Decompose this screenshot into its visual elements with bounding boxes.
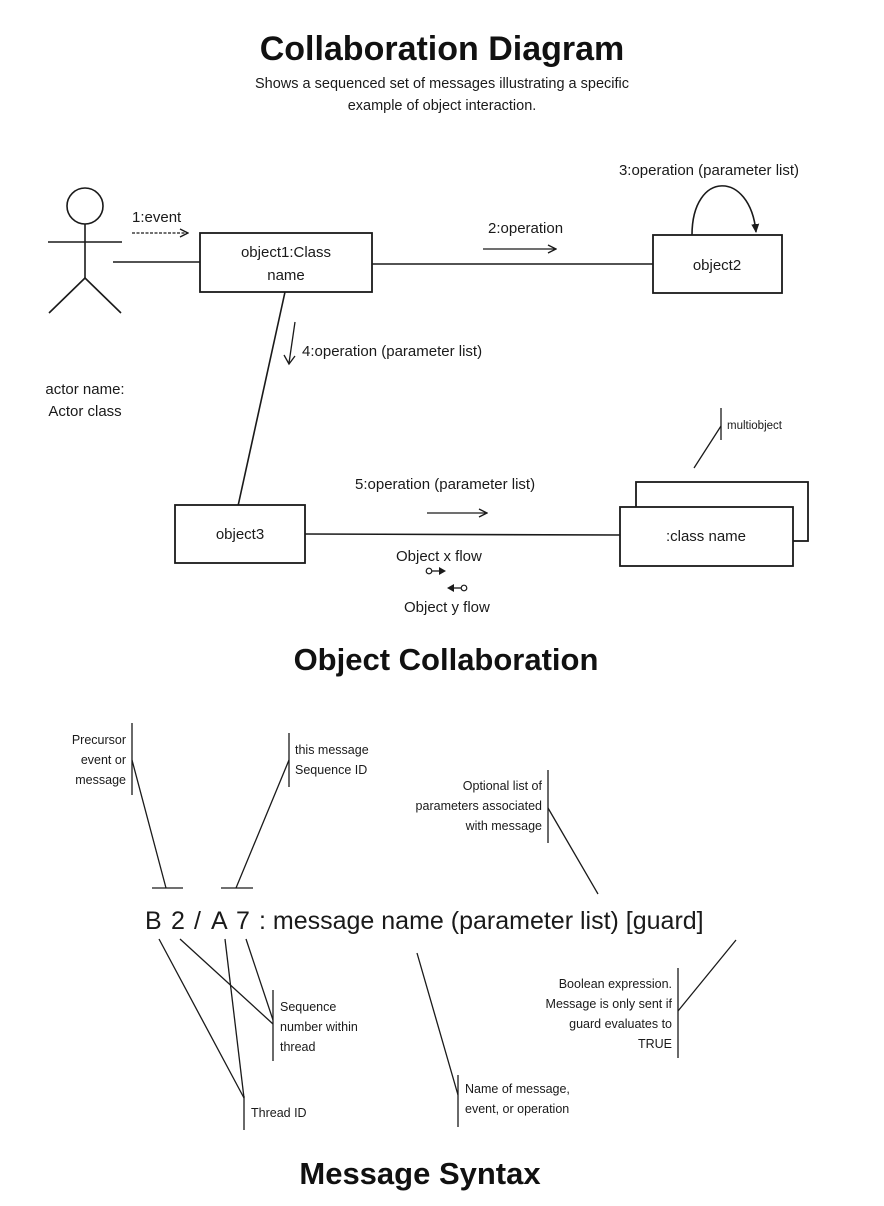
object2-box[interactable] [652,234,783,294]
subtitle-line-2: example of object interaction. [348,98,537,114]
expr-precursor-seq: 2 [171,907,185,935]
section-title-message-syntax: Message Syntax [299,1156,541,1191]
guard-note-line4: TRUE [638,1037,672,1051]
expr-slash: / [194,907,201,935]
param-list-note-line2: parameters associated [416,799,543,813]
seq-number-leader-7 [245,938,274,1021]
precursor-leader [131,759,167,889]
object3-label: object3 [216,526,264,543]
guard-note-line2: Message is only sent if [546,997,673,1011]
message-2-label: 2:operation [488,220,563,237]
param-list-note-line3: with message [465,819,542,833]
param-list-note-line1: Optional list of [463,779,543,793]
thread-id-note-line1: Thread ID [251,1106,307,1120]
sequence-id-note-line2: Sequence ID [295,763,367,777]
message-syntax-expression: B 2 / A 7 : message name (parameter list… [145,907,704,935]
guard-note-line1: Boolean expression. [559,977,672,991]
link-object3-multiobject [304,533,621,536]
section-title-object-collaboration: Object Collaboration [294,642,599,677]
seq-number-note-line3: thread [280,1040,315,1054]
object1-label-line1: object1:Class [241,244,331,261]
multiobject-note-leader [693,425,722,469]
sequence-id-note-line1: this message [295,743,369,757]
object-x-flow-label: Object x flow [396,548,482,565]
seq-number-note-line1: Sequence [280,1000,336,1014]
message-name-leader [416,952,459,1096]
message-name-note-line2: event, or operation [465,1102,569,1116]
object1-box[interactable] [199,232,373,293]
object-x-flow-icon [425,567,446,575]
actor-name-label: actor name: [45,381,124,398]
object-y-flow-icon [447,584,468,592]
message-5-label: 5:operation (parameter list) [355,476,535,493]
message-4-arrow-icon [283,354,296,366]
guard-leader [677,939,737,1012]
object1-label-line2: name [267,267,305,284]
seq-number-note-line2: number within [280,1020,358,1034]
actor-figure-icon [48,187,122,314]
message-4-label: 4:operation (parameter list) [302,343,482,360]
link-object1-object3 [237,291,286,507]
expr-precursor-thread: B [145,907,162,935]
expr-rest: : message name (parameter list) [guard] [259,907,704,935]
page-title: Collaboration Diagram [260,30,625,68]
object-y-flow-label: Object y flow [404,599,490,616]
object2-label: object2 [693,257,741,274]
message-4-arrow-shaft [288,321,296,364]
actor-class-label: Actor class [48,403,121,420]
param-list-leader [547,807,599,895]
expr-seq: 7 [236,907,250,935]
guard-note-line3: guard evaluates to [569,1017,672,1031]
precursor-note-line3: message [75,773,126,787]
self-message-loop-icon [691,185,760,236]
subtitle-line-1: Shows a sequenced set of messages illust… [255,76,629,92]
precursor-note-line2: event or [81,753,126,767]
expr-thread: A [211,907,228,935]
thread-id-leader-b [158,938,245,1099]
precursor-note-line1: Precursor [72,733,126,747]
multiobject-note-label: multiobject [727,420,783,432]
multiobject-label: :class name [666,528,746,545]
message-name-note-line1: Name of message, [465,1082,570,1096]
multiobject-front-box[interactable] [619,506,794,567]
sequence-id-leader [235,759,290,889]
message-3-label: 3:operation (parameter list) [619,162,799,179]
thread-id-leader-a [224,938,245,1099]
seq-number-leader-2 [179,938,274,1025]
message-1-label: 1:event [132,209,182,226]
